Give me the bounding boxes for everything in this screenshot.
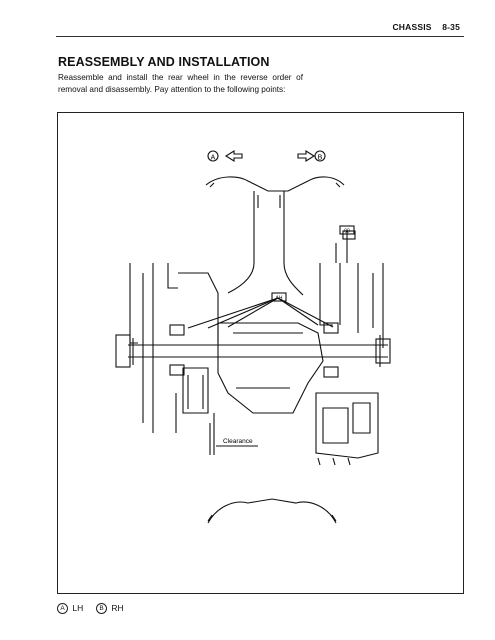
legend-b-label: RH: [111, 603, 124, 613]
header-divider: [56, 36, 464, 37]
page-number: 8-35: [442, 22, 460, 32]
thread-lock-tag: 99: [344, 229, 350, 235]
legend-a-symbol: A: [57, 603, 68, 615]
section-name: CHASSIS: [392, 22, 432, 32]
page-header: CHASSIS 8-35: [392, 22, 460, 32]
rear-wheel-diagram: A B AH 99 Clearance: [57, 112, 464, 594]
legend-b-symbol: B: [96, 603, 107, 615]
clearance-label: Clearance: [223, 438, 253, 445]
grease-tag: AH: [276, 296, 283, 302]
left-arrow-icon: [224, 150, 243, 162]
marker-b-circle: [314, 150, 326, 162]
page-title: REASSEMBLY AND INSTALLATION: [58, 55, 270, 69]
wheel-assembly-drawing: A B AH 99 Clearance: [115, 150, 391, 524]
marker-a-label: A: [211, 155, 216, 162]
instruction-paragraph: Reassemble and install the rear wheel in…: [58, 73, 303, 94]
figure-legend: A LH B RH: [57, 603, 124, 615]
marker-a-circle: [207, 150, 219, 162]
right-arrow-icon: [297, 150, 316, 162]
legend-a-label: LH: [72, 603, 84, 613]
marker-b-label: B: [318, 155, 323, 162]
